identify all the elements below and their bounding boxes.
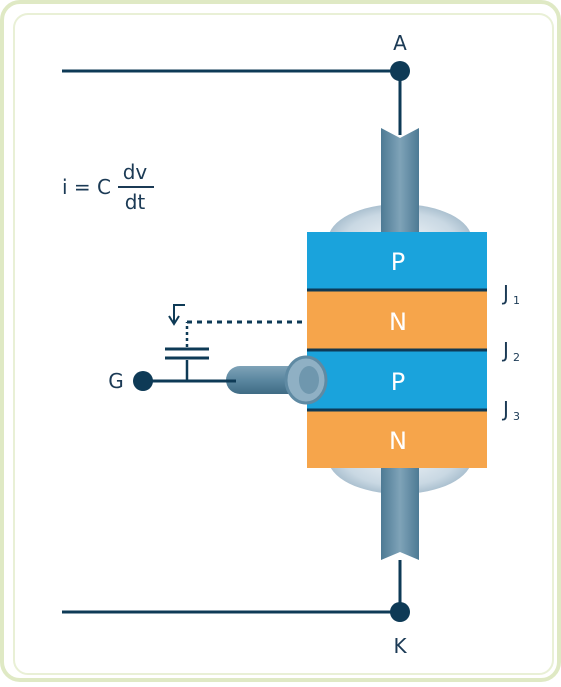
junction-index-1: 1 bbox=[513, 294, 520, 307]
anode-node bbox=[390, 61, 410, 81]
junction-letter-3: J bbox=[501, 397, 509, 421]
anode-label: A bbox=[393, 31, 407, 55]
current-arrow-icon bbox=[168, 304, 185, 326]
formula-lhs: i = C bbox=[62, 175, 111, 199]
junction-label-1: J 1 bbox=[501, 281, 520, 307]
formula: i = C dv dt bbox=[62, 160, 154, 214]
frame-inner bbox=[13, 13, 554, 675]
cathode-node bbox=[390, 602, 410, 622]
layer-label-1: P bbox=[391, 248, 405, 276]
gate-node bbox=[133, 371, 153, 391]
layer-label-4: N bbox=[389, 427, 407, 455]
capacitor-symbol bbox=[165, 322, 209, 381]
layer-n2 bbox=[307, 410, 487, 468]
junction-letter-2: J bbox=[501, 338, 509, 362]
junction-letter-1: J bbox=[501, 281, 509, 305]
layer-label-3: P bbox=[391, 368, 405, 396]
junction-label-2: J 2 bbox=[501, 338, 520, 364]
formula-numerator: dv bbox=[123, 160, 148, 184]
cathode-label: K bbox=[393, 634, 407, 658]
gate-lead-collar-inner bbox=[299, 366, 319, 394]
layer-label-2: N bbox=[389, 308, 407, 336]
cathode-lead bbox=[381, 465, 419, 560]
layer-p1 bbox=[307, 232, 487, 290]
junction-label-3: J 3 bbox=[501, 397, 520, 423]
layer-n1 bbox=[307, 290, 487, 350]
junction-index-3: 3 bbox=[513, 410, 520, 423]
layer-p2 bbox=[307, 350, 487, 410]
gate-label: G bbox=[108, 369, 124, 393]
formula-denominator: dt bbox=[125, 190, 146, 214]
anode-lead bbox=[381, 128, 419, 232]
junction-index-2: 2 bbox=[513, 351, 520, 364]
